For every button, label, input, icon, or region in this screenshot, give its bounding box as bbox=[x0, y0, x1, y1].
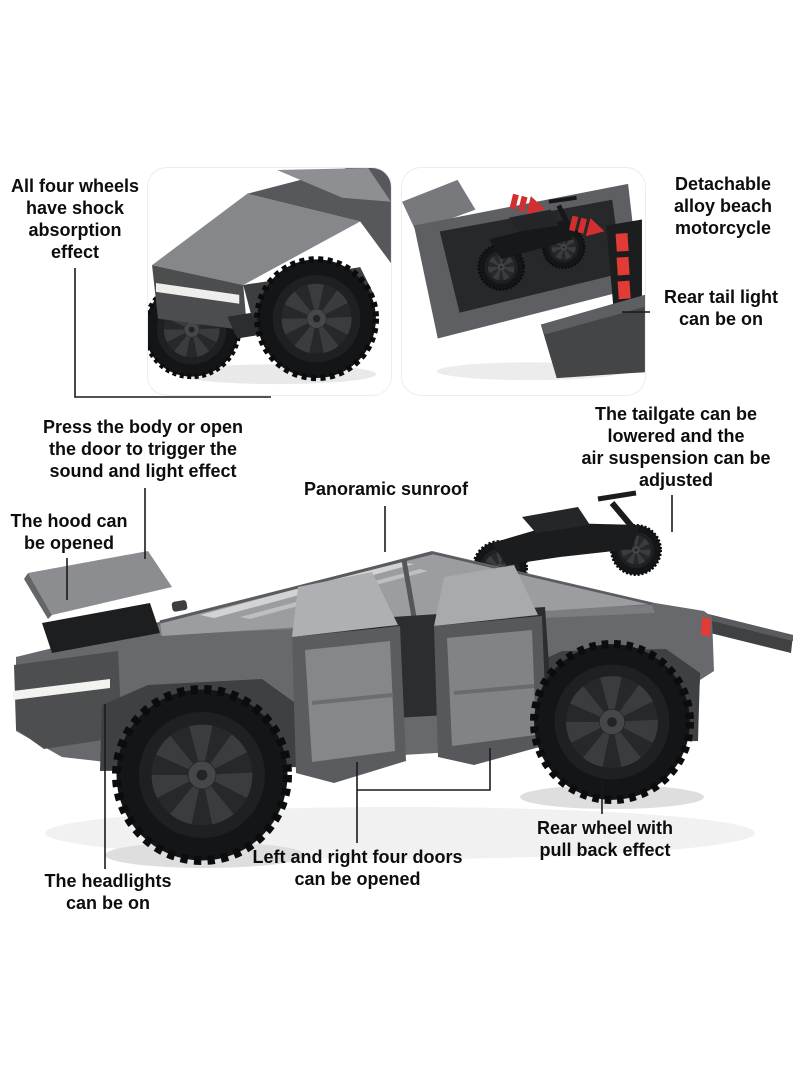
open-front-door bbox=[292, 572, 406, 783]
bed-motorcycle-closeup-photo bbox=[401, 167, 646, 396]
headlight-bar bbox=[13, 679, 110, 700]
rear-taillight bbox=[701, 617, 711, 637]
callout-detachable: Detachable alloy beach motorcycle bbox=[673, 174, 773, 238]
callout-hood: The hood can be opened bbox=[10, 511, 128, 553]
detach-arrow-icon bbox=[509, 193, 545, 215]
callout-rear-wheel: Rear wheel with pull back effect bbox=[536, 818, 674, 860]
open-rear-door bbox=[434, 565, 547, 765]
inset-motorcycle bbox=[479, 195, 585, 290]
callout-headlights: The headlights can be on bbox=[44, 871, 172, 913]
callout-tailgate: The tailgate can be lowered and the air … bbox=[581, 404, 771, 490]
callout-doors: Left and right four doors can be opened bbox=[252, 847, 463, 889]
callout-taillight: Rear tail light can be on bbox=[663, 287, 779, 329]
detach-arrow-icon bbox=[568, 215, 605, 237]
callout-sunroof: Panoramic sunroof bbox=[303, 479, 469, 499]
rear-wheel bbox=[534, 644, 690, 800]
front-suspension-closeup-photo bbox=[147, 167, 392, 396]
front-closeup-art bbox=[148, 168, 391, 395]
lowered-tailgate bbox=[702, 613, 793, 653]
taillight-leds bbox=[615, 233, 631, 300]
callout-wheels: All four wheels have shock absorption ef… bbox=[10, 176, 140, 262]
frunk-opening bbox=[42, 603, 160, 653]
front-wheel bbox=[117, 690, 288, 861]
motorcycle bbox=[473, 490, 660, 595]
main-product-photo bbox=[0, 465, 800, 885]
side-mirror bbox=[171, 600, 188, 612]
bed-closeup-art bbox=[402, 179, 645, 381]
open-hood bbox=[24, 551, 172, 619]
callout-press-body: Press the body or open the door to trigg… bbox=[42, 417, 244, 481]
cybertruck-art bbox=[13, 490, 793, 885]
